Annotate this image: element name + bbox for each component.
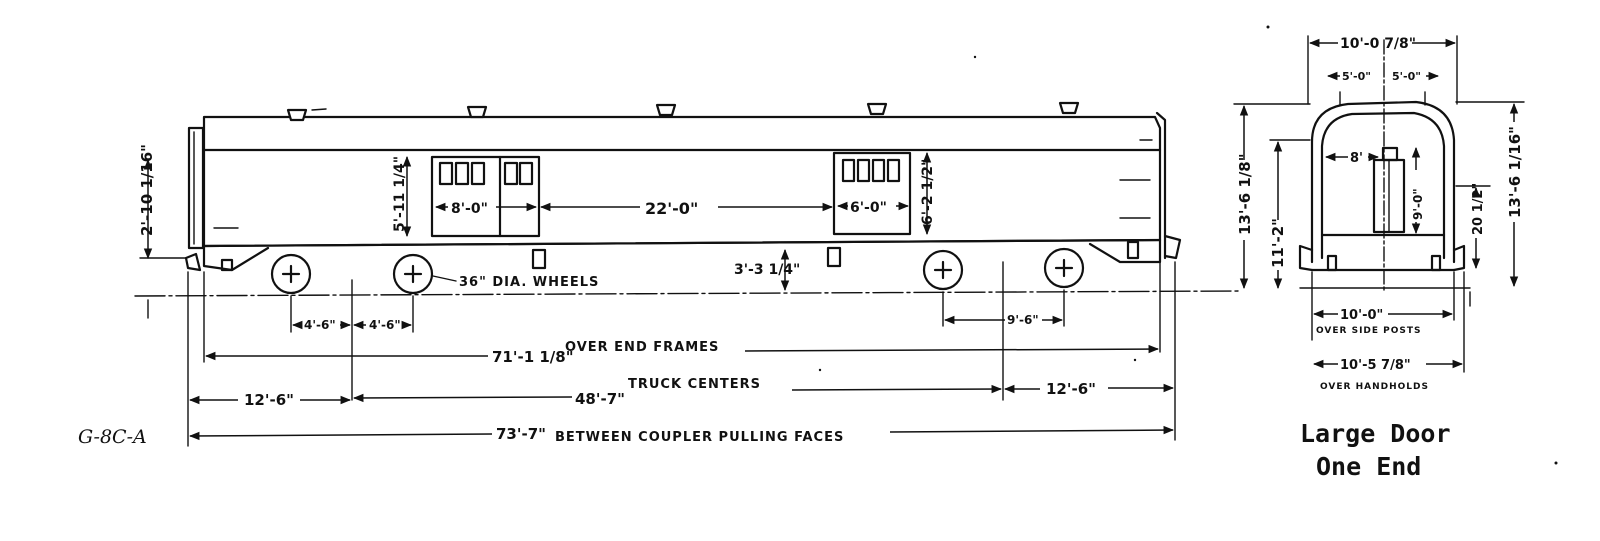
over-end-frames-dim: 71'-1 1/8": [492, 348, 574, 366]
wheel-note: 36" DIA. WHEELS: [459, 275, 599, 290]
wheelbase-a-dim: 4'-6": [304, 318, 336, 332]
end-elevation: [1298, 39, 1466, 291]
over-handholds-label: OVER HANDHOLDS: [1320, 382, 1429, 392]
end-height-overall-right-dim: 13'-6 1/16": [1506, 126, 1524, 218]
end-half-width-right-dim: 5'-0": [1392, 70, 1421, 83]
end-door-width-dim: 8': [1350, 151, 1363, 166]
caption-line-2: One End: [1316, 452, 1421, 481]
roof-vents: [286, 101, 1080, 122]
door-spacing-dim: 22'-0": [645, 199, 698, 218]
right-end-post: [1155, 111, 1167, 260]
end-outline: [1310, 100, 1456, 264]
left-coupler: [184, 252, 202, 272]
large-door-width-dim: 8'-0": [451, 201, 488, 217]
small-door-width-dim: 6'-0": [850, 200, 887, 216]
drawing-code: G-8C-A: [78, 426, 147, 448]
truck-centers-dim: 48'-7": [575, 390, 625, 408]
door-height-left-dim: 5'-11 1/4": [392, 156, 408, 232]
end-overall-width-dim: 10'-0 7/8": [1340, 36, 1416, 52]
over-side-posts-dim: 10'-0": [1340, 308, 1383, 323]
rail-line: [134, 290, 1241, 297]
right-coupler: [1163, 234, 1182, 260]
truck-centers-label: TRUCK CENTERS: [628, 377, 761, 392]
caption-line-1: Large Door: [1300, 419, 1451, 448]
end-half-width-left-dim: 5'-0": [1342, 70, 1371, 83]
door-step-left: [531, 248, 547, 270]
door-step-right: [826, 246, 842, 268]
over-side-posts-label: OVER SIDE POSTS: [1316, 326, 1422, 336]
wheel: [922, 249, 964, 291]
overhang-right-dim: 12'-6": [1046, 380, 1096, 398]
wheelbase-right-dim: 9'-6": [1007, 313, 1039, 327]
floor-height-dim: 3'-3 1/4": [734, 262, 800, 278]
end-height-eave-dim: 11'-2": [1269, 218, 1287, 268]
end-door: [1372, 146, 1406, 234]
coupler-dim: 73'-7": [496, 425, 546, 443]
side-elevation: [134, 101, 1241, 297]
wheels: [270, 247, 1085, 295]
end-height-dim: 2'-10 1/16": [138, 144, 156, 236]
left-end-post: [187, 126, 205, 250]
large-door: [430, 155, 541, 238]
wheel: [1043, 247, 1085, 289]
side-dimensions: 2'-10 1/16" 5'-11 1/4" 8'-0" 22'-0" 6'-0…: [138, 144, 1176, 447]
over-end-frames-label: OVER END FRAMES: [565, 340, 719, 355]
wheel: [392, 253, 434, 295]
wheelbase-b-dim: 4'-6": [369, 318, 401, 332]
end-side-height-dim: 20 1/2": [1471, 183, 1486, 235]
car-body: [202, 111, 1167, 260]
overhang-left-dim: 12'-6": [244, 391, 294, 409]
end-door-height-dim: 9'-0": [1411, 188, 1425, 220]
end-dimensions: 10'-0 7/8" 5'-0" 5'-0" 8' 9'-0" 13'-6 1/…: [1233, 35, 1525, 392]
small-door: [832, 151, 912, 236]
wheel: [270, 253, 312, 295]
door-height-right-dim: 6'-2 1/2": [920, 159, 936, 225]
coupler-label: BETWEEN COUPLER PULLING FACES: [555, 430, 844, 445]
underframe: [184, 234, 1182, 272]
over-handholds-dim: 10'-5 7/8": [1340, 358, 1411, 373]
end-height-overall-left-dim: 13'-6 1/8": [1236, 153, 1254, 235]
